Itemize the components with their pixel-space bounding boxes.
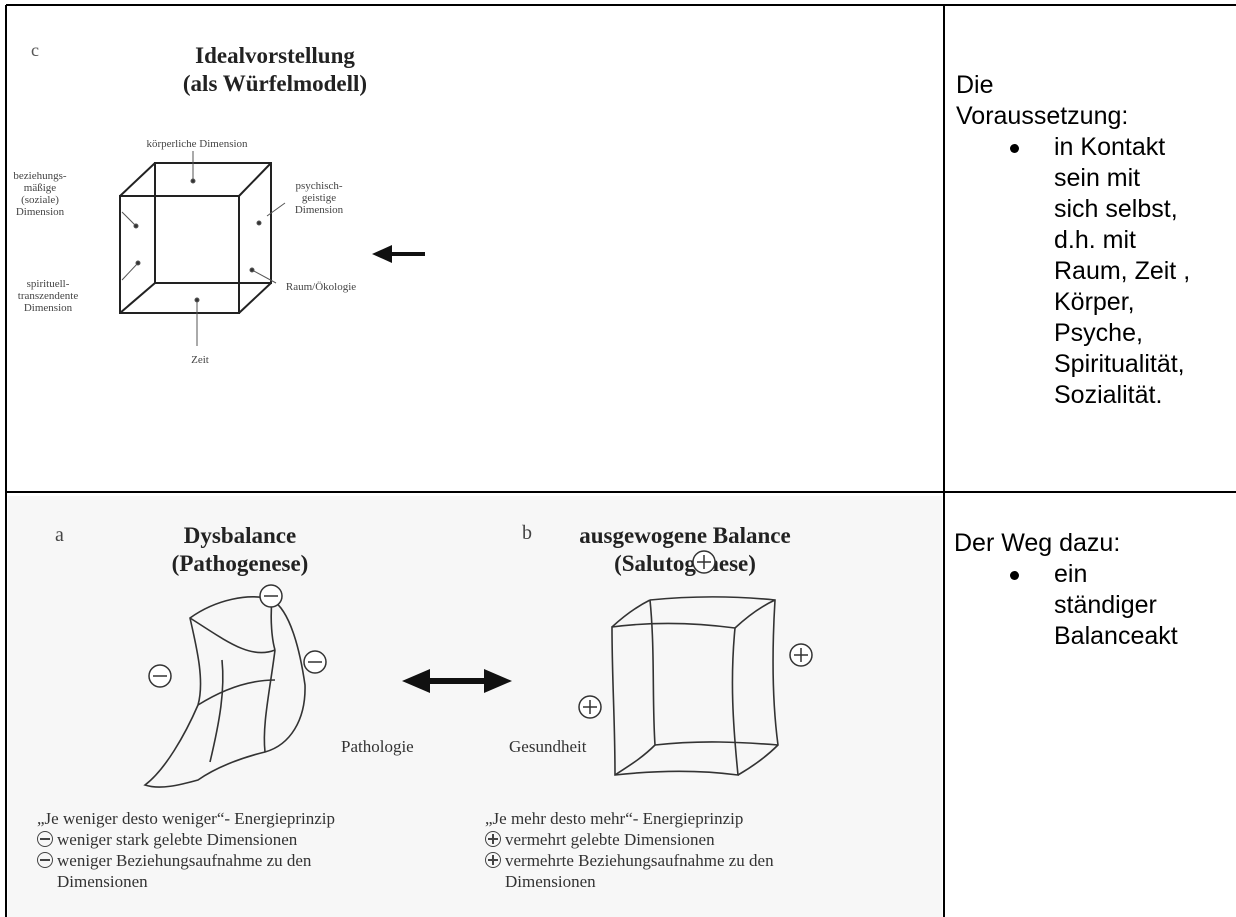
right-legend-row3: vermehrte Beziehungsaufnahme zu den [485,850,774,871]
bottom-right-bullet-list: ein ständiger Balanceakt [1010,559,1178,652]
bullet-line: Balanceakt [1054,622,1178,650]
bottom-right-bullet: ein ständiger Balanceakt [1010,559,1178,652]
bullet-line: ein [1054,560,1088,588]
dysbalance-title-line2: (Pathogenese) [171,551,309,576]
right-legend-line4: Dimensionen [505,872,596,891]
bullet-line: Spiritualität, [1054,350,1185,378]
bullet-dot-icon [1010,144,1019,153]
label-soziale-line1: beziehungs- [13,170,67,182]
label-psychisch-line3: Dimension [294,204,344,216]
bullet-line: Psyche, [1054,319,1143,347]
label-raum-oekologie: Raum/Ökologie [285,281,357,293]
left-legend-line1: „Je weniger desto weniger“- Energieprinz… [37,809,336,828]
top-right-heading-2: Voraussetzung: [956,102,1129,130]
left-legend-row3: weniger Beziehungsaufnahme zu den [37,850,335,871]
label-koerperliche-dimension: körperliche Dimension [146,138,248,150]
bullet-line: sich selbst, [1054,195,1178,223]
bullet-line: ständiger [1054,591,1157,619]
right-legend: „Je mehr desto mehr“- Energieprinzip ver… [485,808,774,892]
cube-back-face [119,195,240,314]
bullet-line: Körper, [1054,288,1135,316]
dysbalance-title-line1: Dysbalance [183,523,297,548]
left-legend-row2: weniger stark gelebte Dimensionen [37,829,335,850]
bullet-line: sein mit [1054,164,1141,192]
left-legend-line4: Dimensionen [57,872,148,891]
cube-title: Idealvorstellung (als Würfelmodell) [125,42,425,98]
bullet-line: d.h. mit [1054,226,1136,254]
minus-sign-icon [37,852,53,868]
top-right-bullet: in Kontakt sein mit sich selbst, d.h. mi… [1010,132,1191,411]
label-spirituell-line1: spirituell- [26,278,70,290]
cube-front-face [154,162,272,284]
balance-title-line1: ausgewogene Balance [579,523,791,548]
label-soziale-line4: Dimension [15,206,65,218]
label-soziale-dimension: beziehungs- mäßige (soziale) Dimension [10,170,70,218]
top-right-bullet-list: in Kontakt sein mit sich selbst, d.h. mi… [1010,132,1191,411]
balance-title-line2: (Salutogenese) [614,551,756,576]
balance-title: ausgewogene Balance (Salutogenese) [555,522,815,578]
bullet-line: Sozialität. [1054,381,1163,409]
left-legend: „Je weniger desto weniger“- Energieprinz… [37,808,335,892]
label-psychisch-line1: psychisch- [295,180,343,192]
label-gesundheit: Gesundheit [509,737,587,756]
label-soziale-line3: (soziale) [21,194,59,206]
bullet-dot-icon [1010,571,1019,580]
label-soziale-line2: mäßige [23,182,57,194]
arrow-left-icon [372,245,425,263]
label-zeit: Zeit [191,354,209,366]
label-spirituell-line2: transzendente [17,290,79,302]
right-legend-line1: „Je mehr desto mehr“- Energieprinzip [485,809,744,828]
cube-diagram [119,151,425,346]
right-legend-row2: vermehrt gelebte Dimensionen [485,829,774,850]
cube-title-line1: Idealvorstellung [195,43,355,68]
bottom-right-heading: Der Weg dazu: [954,529,1121,557]
label-psychisch-geistige-dimension: psychisch- geistige Dimension [284,180,354,216]
top-right-heading-1: Die [956,71,994,99]
double-arrow-icon [402,669,512,693]
bullet-line: in Kontakt [1054,133,1166,161]
left-legend-line3: weniger Beziehungsaufnahme zu den [57,851,312,870]
top-right-text: Die Voraussetzung: in Kontakt sein mit s… [956,70,1190,411]
label-psychisch-line2: geistige [301,192,337,204]
right-legend-line3: vermehrte Beziehungsaufnahme zu den [505,851,774,870]
balance-diagram [143,550,813,788]
label-spirituell-dimension: spirituell- transzendente Dimension [8,278,88,314]
panel-letter-c: c [31,40,39,60]
cube-title-line2: (als Würfelmodell) [182,71,368,96]
bottom-right-text: Der Weg dazu: ein ständiger Balanceakt [954,528,1178,652]
bullet-line: Raum, Zeit , [1054,257,1191,285]
panel-letter-a: a [55,524,64,546]
panel-letter-b: b [522,522,532,544]
plus-sign-icon [485,831,501,847]
dysbalance-title: Dysbalance (Pathogenese) [140,522,340,578]
plus-sign-icon [485,852,501,868]
minus-sign-icon [37,831,53,847]
balanced-cube [611,596,779,776]
distorted-cube [143,596,306,788]
label-spirituell-line3: Dimension [23,302,73,314]
right-legend-line2: vermehrt gelebte Dimensionen [505,830,715,849]
left-legend-line2: weniger stark gelebte Dimensionen [57,830,298,849]
label-pathologie: Pathologie [341,737,414,756]
